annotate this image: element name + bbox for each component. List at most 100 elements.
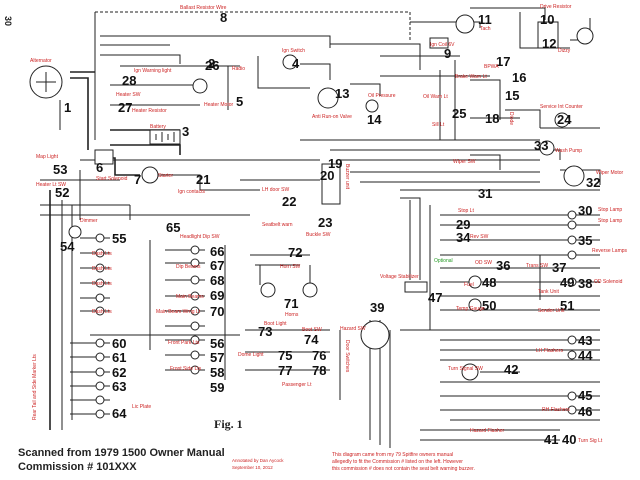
component-number: 64 [112,406,127,421]
component-number: 57 [210,350,224,365]
disclaimer-line2: allegedly to fit the Commission # listed… [332,459,463,465]
component-number: 10 [540,12,554,27]
label-battery: Battery [150,124,166,130]
drive-resistor-symbol [537,21,559,49]
label-dome-light: Dome Light [238,352,264,358]
component-number: 3 [182,124,189,139]
component-number: 66 [210,244,224,259]
battery-symbol [149,129,181,145]
component-number: 74 [304,332,319,347]
scan-caption-line2: Commission # 101XXX [18,461,137,473]
component-number: 2 [208,56,215,71]
component-number: 55 [112,231,126,246]
label-boot-sw: Boot SW [302,327,322,333]
start-solenoid-symbol [94,149,114,165]
component-number: 25 [452,106,466,121]
rear-lamps [95,338,105,419]
wash-pump-symbol [539,140,555,156]
component-number: 59 [210,380,224,395]
component-number: 75 [278,348,292,363]
label-main-beams: Main Beams [176,294,204,300]
component-number: 22 [282,194,296,209]
label-dip-beams: Dip Beams [176,264,201,270]
label-ballast: Ballast Resistor Wire [180,5,227,11]
dimmer-symbol [68,225,82,239]
label-tank-unit: Tank Unit [538,289,559,295]
label-hazard-sw: Hazard SW [340,326,366,332]
component-number: 73 [258,324,272,339]
tach-symbol [455,14,475,34]
component-number: 7 [134,172,141,187]
label-lh-door-sw: LH door SW [262,187,290,193]
label-heater-lt-sw: Heater Lt SW [36,182,66,188]
component-number: 28 [122,73,136,88]
label-lh-flashers: LH Flashers [536,348,563,354]
ign-switch-symbol [282,54,298,70]
label-wash-pump: Wash Pump [555,148,582,154]
label-dimmer: Dimmer [80,218,98,224]
starter-symbol [141,166,159,184]
label-bpwa: BPWA [484,64,499,70]
label-ign-contacts: Ign contacts [178,189,205,195]
label-sill-lt: Sill Lt [432,122,445,128]
label-seatbelt-warn: Seatbelt warn [262,222,293,228]
label-hazard-flasher: Hazard Flasher [470,428,505,434]
label-horns: Horns [285,312,299,318]
buzzer-unit-symbol [321,163,341,205]
label-main-beam-wrng-lt: Main Beam Wrng Lt [156,309,201,315]
component-number: 19 [328,156,342,171]
label-dash-lts-2: Dash Lts [92,266,112,272]
label-map-light: Map Light [36,154,59,160]
horn-right-symbol [302,282,318,298]
dash-lamps [95,233,105,316]
label-drive-resistor: Drive Resistor [540,4,572,10]
anti-run-on-symbol [317,87,339,109]
label-rev-sw: Rev SW [470,234,489,240]
label-front-park-lts: Front Park Lts [168,340,200,346]
component-number: 14 [367,112,382,127]
component-number: 50 [482,298,496,313]
component-number: 56 [210,336,224,351]
label-oil-pressure: Oil Pressure [368,93,396,99]
component-number: 27 [118,100,132,115]
annotation-line1: Annotated by Dan Aycock [232,458,284,463]
label-boot-light: Boot Light [264,321,287,327]
component-number: 42 [504,362,518,377]
label-stop-lamp: Stop Lamp [598,207,622,213]
component-number: 62 [112,365,126,380]
label-tach: Tach [480,26,491,32]
oil-pressure-symbol [365,99,379,113]
component-number: 60 [112,336,126,351]
label-temp-gauge: Temp Gauge [456,306,485,312]
component-number: 11 [478,12,492,27]
component-number: 51 [560,298,574,313]
component-number: 30 [578,203,592,218]
component-number: 39 [370,300,384,315]
label-front-side-lts: Front Side Lts [170,366,202,372]
component-number: 34 [456,230,471,245]
component-number: 23 [318,215,332,230]
label-anti-run-on: Anti Run-on Valve [312,114,352,120]
figure-label: Fig. 1 [214,417,243,431]
component-number: 67 [210,258,224,273]
component-number: 52 [55,185,69,200]
component-number: 16 [512,70,526,85]
component-number: 69 [210,288,224,303]
label-dash-lts: Dash Lts [92,251,112,257]
component-number: 37 [552,260,566,275]
component-number: 43 [578,333,592,348]
label-sender-unit: Sender Unit [538,308,565,314]
label-heater-motor: Heater Motor [204,102,234,108]
label-dash-lts-4: Dash Lts [92,309,112,315]
label-stop-lt: Stop Lt [458,208,474,214]
component-number: 47 [428,290,442,305]
component-number: 12 [542,36,556,51]
component-number: 72 [288,245,302,260]
right-lamps [567,210,577,415]
label-headlight-dip-sw: Headlight Dip SW [180,234,220,240]
label-lic-plate: Lic Plate [132,404,151,410]
label-wiper-motor: Wiper Motor [596,170,624,176]
component-number: 4 [292,56,300,71]
label-wiper-sw: Wiper SW [453,159,476,165]
label-trans-sw: Trans SW [526,263,548,269]
